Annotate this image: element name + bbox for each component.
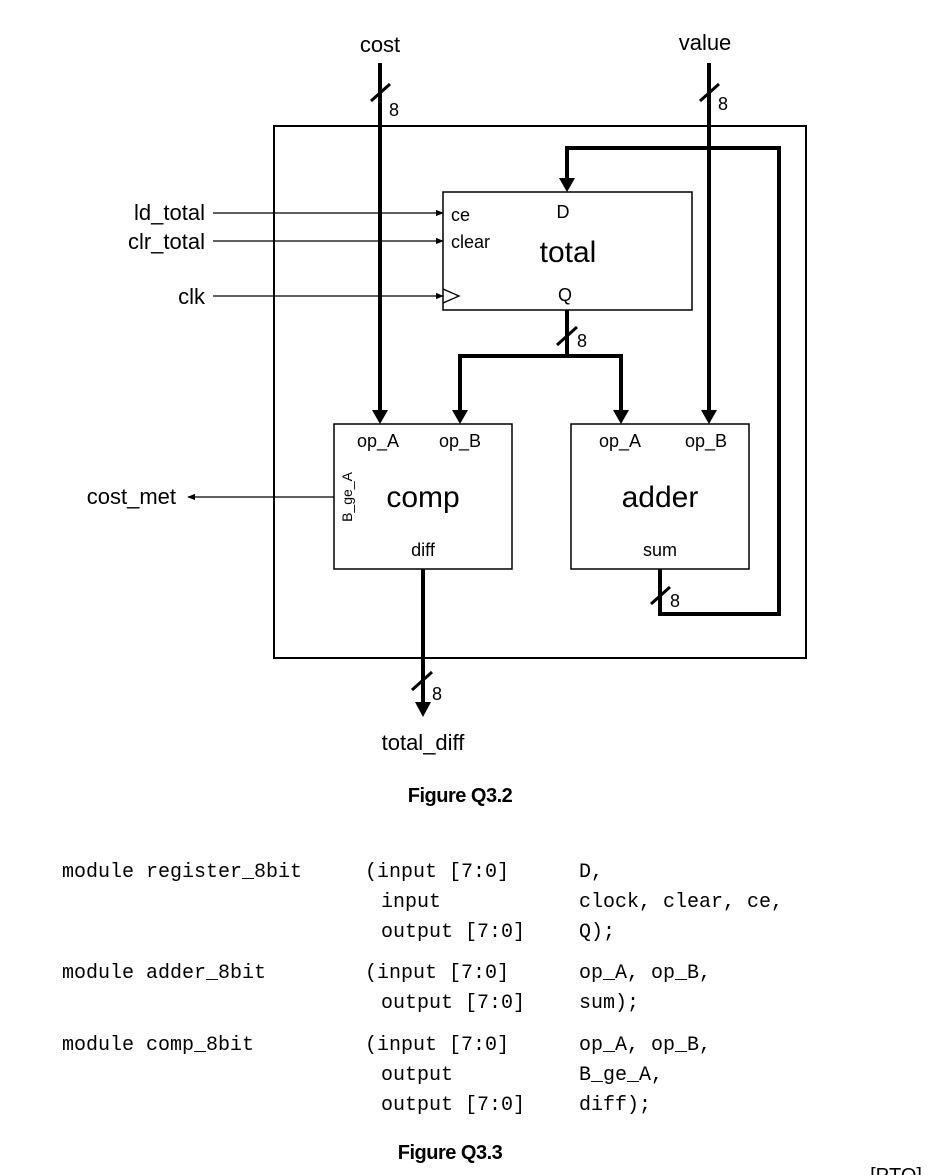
register-decl-line1-module: module register_8bit [62,861,302,884]
verilog-declarations: module register_8bit (input [7:0] D, inp… [62,861,783,1117]
adder-block-label: adder [622,481,699,514]
value-bus-width: 8 [718,94,728,114]
comp-port-b-ge-a: B_ge_A [339,471,355,521]
pto-marker: [PTO] [870,1165,922,1175]
total-port-clear: clear [451,232,490,252]
comp-port-op-b: op_B [439,431,481,452]
clk-label: clk [178,284,206,309]
adder-decl-line1-sig: op_A, op_B, [579,962,711,985]
cost-bus [369,63,392,424]
diff-bus-width: 8 [432,684,442,704]
comp-decl-line2-dir: output [381,1064,453,1087]
comp-port-op-a: op_A [357,431,399,452]
q-bus-width: 8 [577,331,587,351]
register-decl-line1-sig: D, [579,861,603,884]
comp-decl-line1-sig: op_A, op_B, [579,1034,711,1057]
adder-decl-line1-module: module adder_8bit [62,962,266,985]
value-bus [698,63,721,424]
clock-triangle-icon [442,288,461,304]
value-input-label: value [679,30,732,55]
adder-port-op-a: op_A [599,431,641,452]
diff-output-bus [410,569,434,717]
comp-port-diff: diff [411,540,436,560]
register-decl-line1-dir: (input [7:0] [365,861,509,884]
adder-decl-line2-dir: output [7:0] [381,992,525,1015]
cost-met-label: cost_met [87,484,176,509]
comp-decl-line1-module: module comp_8bit [62,1034,254,1057]
adder-port-sum: sum [643,540,677,560]
total-port-q: Q [558,285,572,305]
total-port-ce: ce [451,205,470,225]
figure-q3-2-caption: Figure Q3.2 [408,785,513,807]
total-port-d: D [557,202,570,222]
register-decl-line2-dir: input [381,891,441,914]
register-decl-line3-dir: output [7:0] [381,921,525,944]
figure-q3-3-caption: Figure Q3.3 [398,1142,503,1164]
ld-total-label: ld_total [134,200,205,225]
adder-block: adder op_A op_B sum [570,423,750,570]
adder-decl-line1-dir: (input [7:0] [365,962,509,985]
comp-block-label: comp [386,481,459,514]
clr-total-label: clr_total [128,229,205,254]
datapath-boundary [273,125,807,659]
q-bus [452,310,629,424]
register-decl-line3-sig: Q); [579,921,615,944]
comp-block: comp op_A op_B diff B_ge_A [333,423,513,570]
comp-decl-line3-dir: output [7:0] [381,1094,525,1117]
sum-feedback-bus [559,146,781,616]
total-block-label: total [540,236,597,269]
cost-input-label: cost [360,32,400,57]
adder-port-op-b: op_B [685,431,727,452]
total-register-block: total ce clear D Q [442,191,693,311]
comp-decl-line1-dir: (input [7:0] [365,1034,509,1057]
sum-bus-width: 8 [670,591,680,611]
comp-decl-line3-sig: diff); [579,1094,651,1117]
adder-decl-line2-sig: sum); [579,992,639,1015]
register-decl-line2-sig: clock, clear, ce, [579,891,783,914]
cost-bus-width: 8 [389,100,399,120]
total-diff-output-label: total_diff [382,730,466,755]
comp-decl-line2-sig: B_ge_A, [579,1064,663,1087]
